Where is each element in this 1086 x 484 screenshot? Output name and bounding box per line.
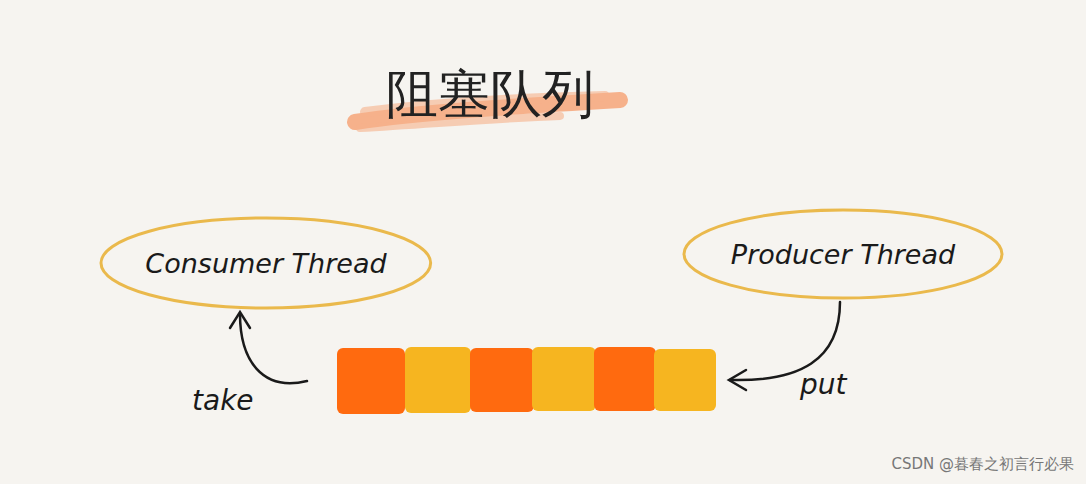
watermark: CSDN @暮春之初言行必果 (891, 455, 1074, 474)
arrow-label: put (800, 368, 847, 401)
thread-ellipse: Consumer Thread (99, 216, 433, 310)
node-label: Producer Thread (731, 239, 955, 270)
queue-blocks (337, 347, 716, 414)
node-label: Consumer Thread (145, 248, 386, 279)
arrow-label: take (192, 384, 254, 417)
diagram-title: 阻塞队列 (386, 60, 594, 130)
take-arrow (230, 312, 307, 383)
thread-ellipse: Producer Thread (682, 208, 1004, 300)
